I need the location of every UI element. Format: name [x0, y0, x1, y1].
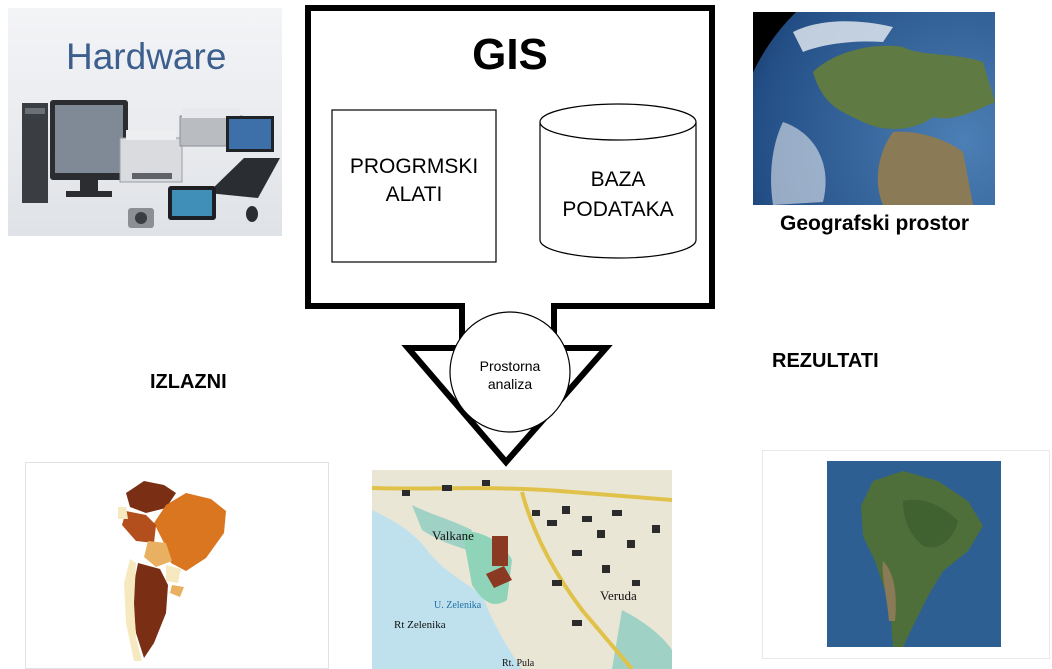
tools-label-line-1: PROGRMSKI — [349, 155, 479, 178]
database-label: BAZA PODATAKA — [540, 165, 696, 225]
topographic-map: Valkane Veruda Rt Zelenika U. Zelenika R… — [372, 470, 672, 669]
spatial-analysis-circle — [449, 311, 571, 433]
topographic-map-image: Valkane Veruda Rt Zelenika U. Zelenika R… — [372, 470, 672, 669]
south-america-satellite — [827, 461, 1001, 647]
analysis-label-line-2: analiza — [487, 376, 533, 392]
database-label-line-2: PODATAKA — [562, 198, 674, 221]
globe-illustration — [753, 12, 995, 205]
earth-globe-image — [753, 12, 995, 205]
computer-equipment-illustration — [22, 100, 280, 228]
database-cylinder — [539, 122, 697, 259]
hardware-image: Hardware — [8, 8, 282, 236]
satellite-map-image — [762, 450, 1050, 659]
south-america-choropleth — [118, 481, 226, 661]
results-label: REZULTATI — [772, 350, 879, 372]
map-label-valkane: Valkane — [432, 528, 474, 543]
outputs-label: IZLAZNI — [150, 371, 227, 393]
database-label-line-1: BAZA — [590, 168, 646, 191]
map-label-rt-pula: Rt. Pula — [502, 658, 535, 669]
geographic-space-label: Geografski prostor — [780, 212, 970, 235]
gis-inner — [305, 5, 715, 467]
analysis-label-line-1: Prostorna — [479, 358, 541, 374]
map-label-rt-zelenika: Rt Zelenika — [394, 619, 446, 631]
gis-title: GIS — [472, 30, 548, 79]
hardware-title: Hardware — [66, 36, 227, 77]
software-tools-label: PROGRMSKI ALATI — [332, 153, 496, 209]
map-label-u-zelenika: U. Zelenika — [434, 600, 482, 611]
software-tools-box — [331, 109, 497, 263]
spatial-analysis-label: Prostorna analiza — [450, 357, 570, 393]
map-label-veruda: Veruda — [600, 588, 637, 603]
choropleth-map-image — [25, 462, 329, 669]
tools-label-line-2: ALATI — [385, 183, 443, 206]
